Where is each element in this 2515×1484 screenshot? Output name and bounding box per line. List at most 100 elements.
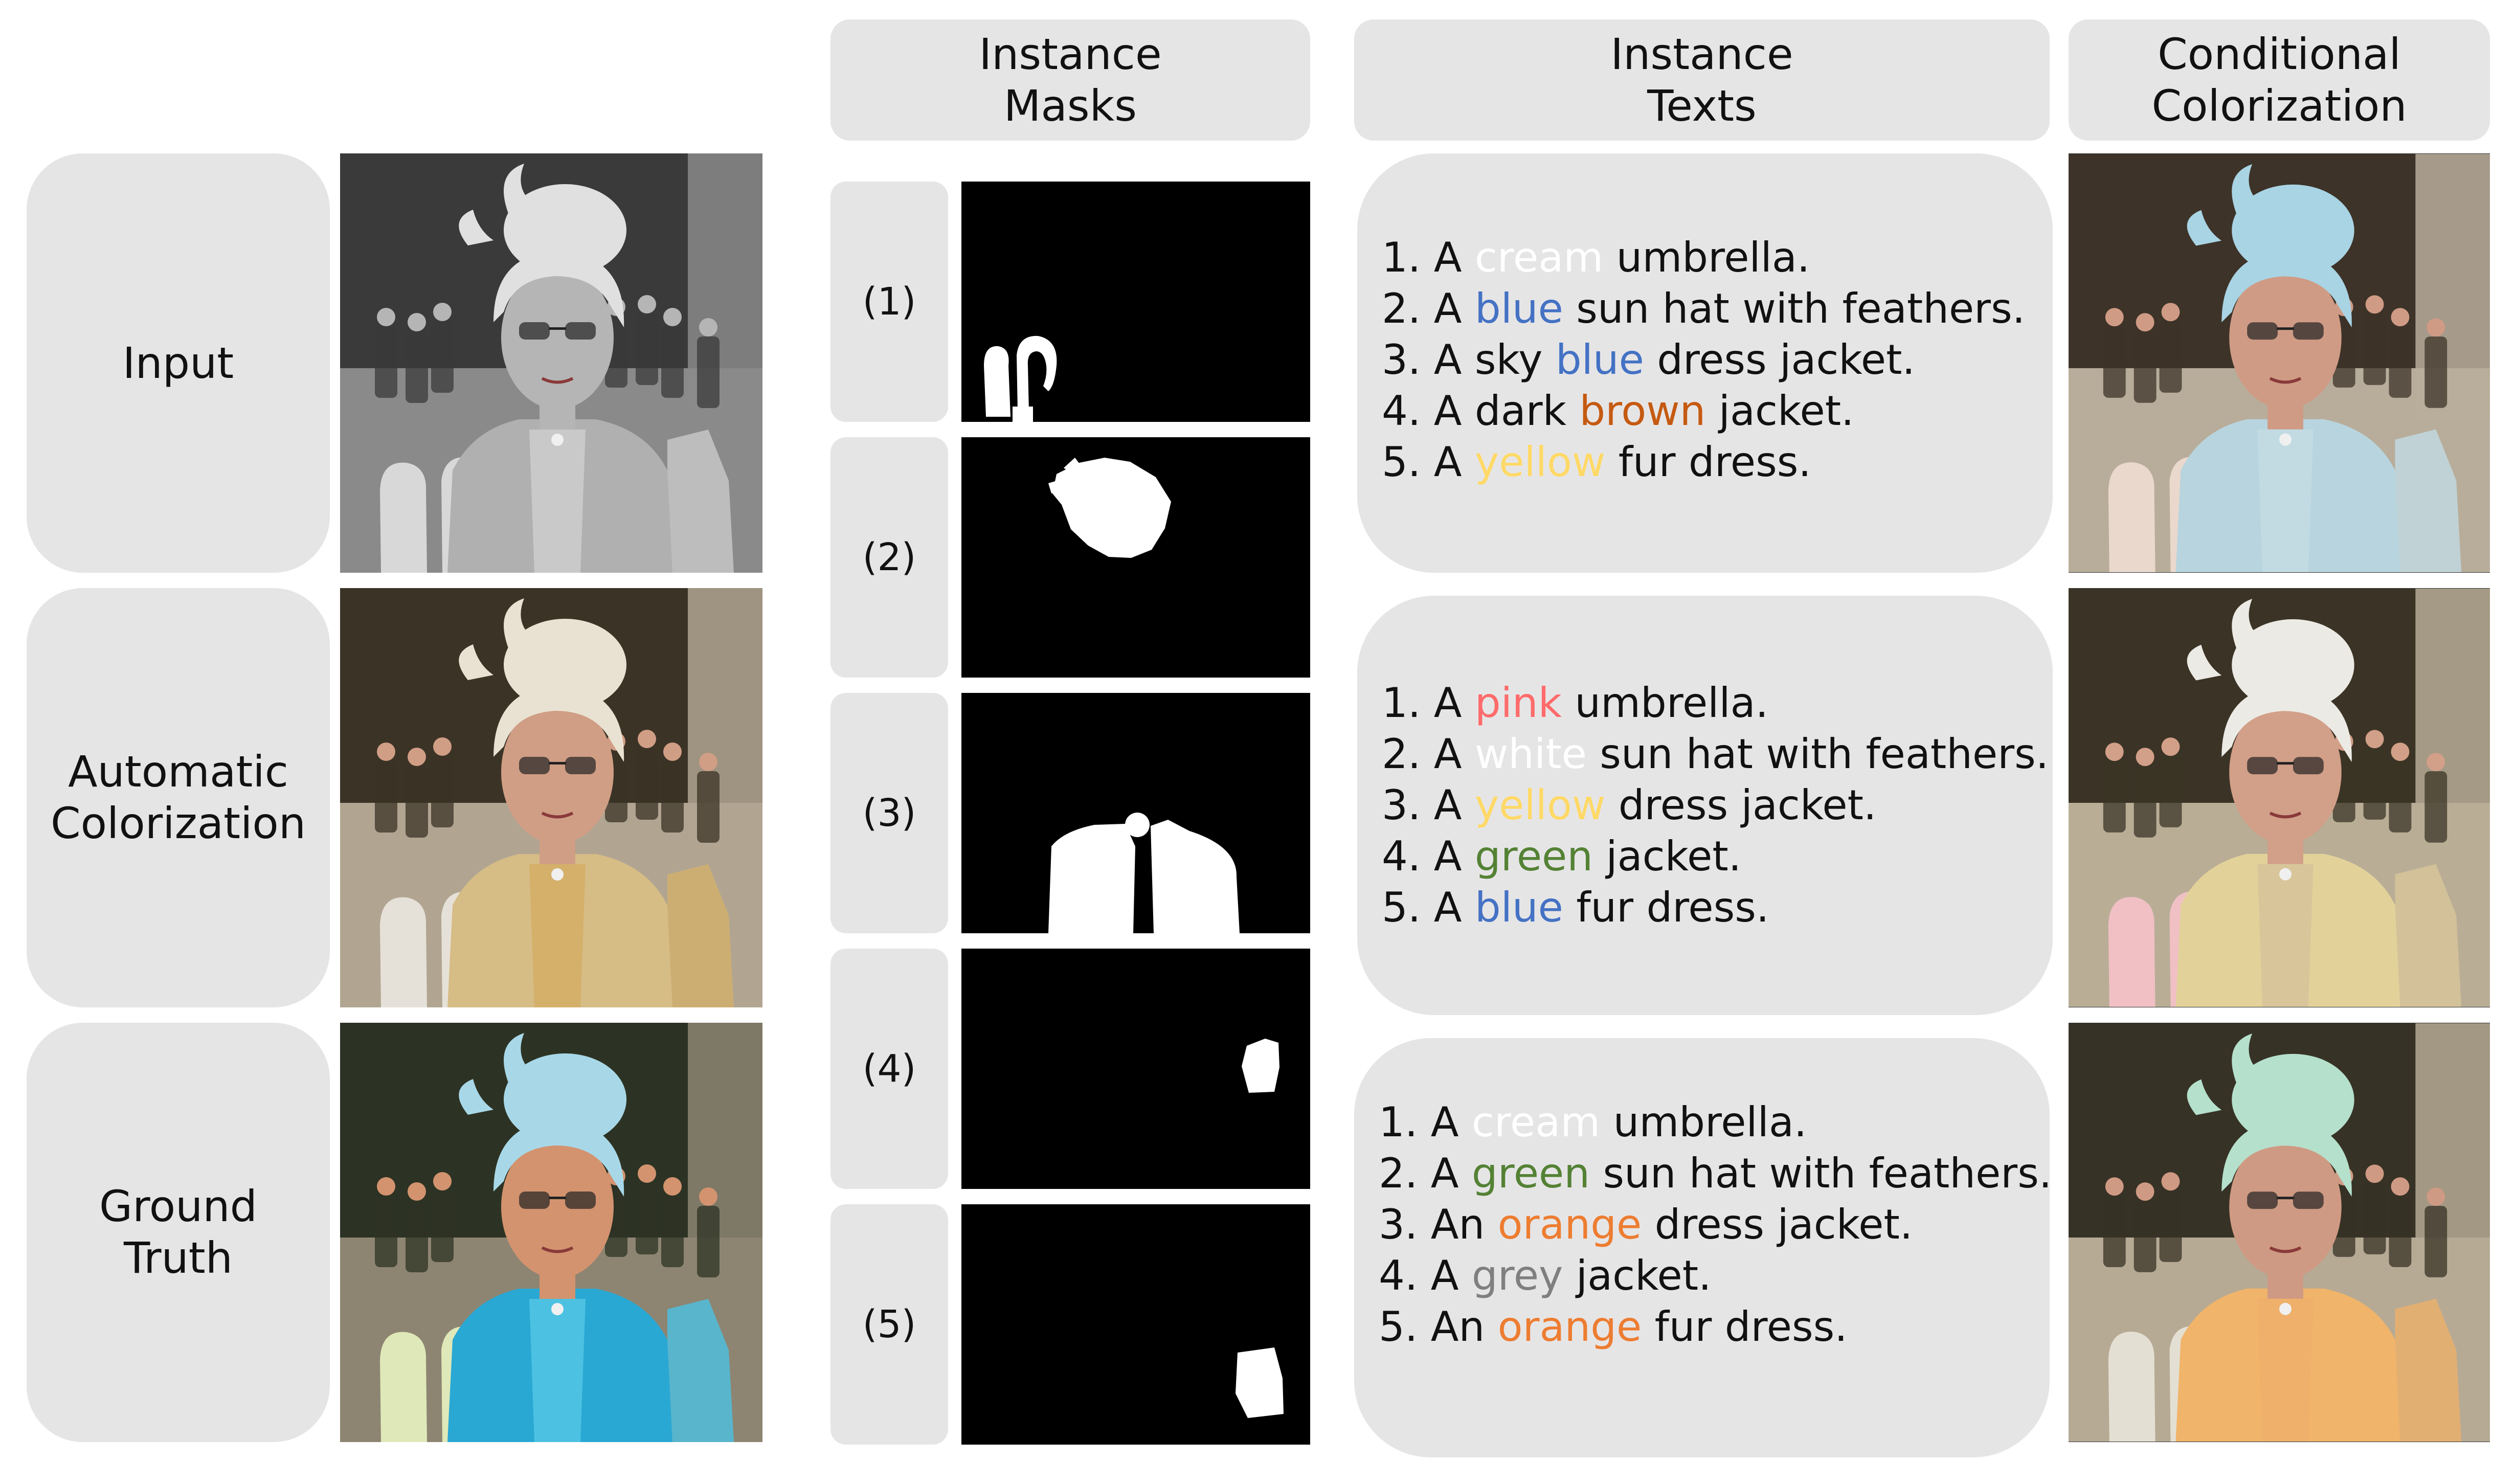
mouth bbox=[541, 812, 574, 819]
instance-text-prefix: An bbox=[1430, 1303, 1498, 1351]
dress bbox=[2257, 864, 2314, 1007]
instance-text-prefix: A bbox=[1430, 1150, 1472, 1197]
feather bbox=[2187, 644, 2222, 681]
bystander-body bbox=[2363, 1183, 2386, 1254]
instance-text-line: 3. A yellow dress jacket. bbox=[1382, 780, 2049, 831]
instance-text-color-word: white bbox=[1474, 730, 1587, 778]
glasses-bridge bbox=[2277, 327, 2294, 330]
header-instance-texts-label: Instance Texts bbox=[1610, 29, 1793, 131]
dress bbox=[2257, 1298, 2314, 1442]
bystander-head bbox=[663, 1177, 682, 1196]
glasses-lens bbox=[2247, 322, 2278, 340]
glasses-lens bbox=[2247, 1191, 2278, 1209]
umbrella bbox=[380, 897, 427, 1007]
instance-text-number: 5. bbox=[1382, 438, 1434, 486]
instance-text-line: 4. A green jacket. bbox=[1382, 831, 2049, 882]
glasses-lens bbox=[2247, 757, 2278, 775]
bystander-body bbox=[2159, 756, 2182, 827]
row-label-ground-truth: Ground Truth bbox=[27, 1023, 330, 1442]
sun-hat bbox=[504, 184, 626, 276]
glasses-lens bbox=[2293, 1191, 2324, 1209]
instance-text-list: 1. A cream umbrella.2. A blue sun hat wi… bbox=[1382, 232, 2025, 488]
mask-number-4: (4) bbox=[830, 949, 948, 1189]
bystander-body bbox=[2103, 326, 2126, 398]
bystander-body bbox=[2424, 771, 2447, 843]
bystander-head bbox=[2136, 1182, 2154, 1201]
instance-text-color-word: grey bbox=[1471, 1252, 1563, 1299]
feather bbox=[2232, 598, 2263, 650]
bystander-head bbox=[638, 295, 656, 313]
brooch bbox=[551, 434, 564, 446]
instance-text-color-word: brown bbox=[1579, 387, 1706, 435]
sun-hat bbox=[504, 619, 626, 711]
mask-dress-jacket bbox=[961, 693, 1310, 933]
bystander-head bbox=[433, 1172, 452, 1190]
bystander-head bbox=[408, 748, 426, 766]
umbrella bbox=[2108, 897, 2155, 1007]
bystander-body bbox=[661, 761, 684, 833]
header-conditional-colorization-label: Conditional Colorization bbox=[2151, 29, 2407, 131]
bystander-head bbox=[2427, 1187, 2445, 1206]
instance-text-number: 3. bbox=[1382, 336, 1434, 384]
bystander-head bbox=[433, 303, 452, 321]
instance-text-color-word: blue bbox=[1474, 884, 1563, 931]
bystander-head bbox=[2391, 1177, 2410, 1196]
bystander-body bbox=[375, 326, 397, 398]
header-conditional-colorization: Conditional Colorization bbox=[2069, 19, 2490, 141]
instance-text-suffix: dress jacket. bbox=[1644, 336, 1915, 384]
feather bbox=[2187, 210, 2222, 246]
mouth bbox=[2269, 812, 2302, 819]
instance-text-suffix: umbrella. bbox=[1600, 1098, 1807, 1146]
instance-text-number: 1. bbox=[1382, 679, 1434, 727]
umbrella bbox=[380, 462, 427, 573]
bystander-head bbox=[663, 743, 682, 761]
instance-text-color-word: pink bbox=[1474, 679, 1562, 727]
bystander-body bbox=[2134, 1201, 2157, 1272]
instance-text-line: 3. An orange dress jacket. bbox=[1379, 1199, 2052, 1250]
mouth bbox=[2269, 377, 2302, 384]
bystander-body bbox=[2134, 331, 2157, 403]
instance-text-number: 3. bbox=[1379, 1201, 1431, 1248]
fur-dress bbox=[2395, 429, 2462, 573]
bystander-body bbox=[636, 748, 658, 820]
bystander-head bbox=[377, 743, 395, 761]
photo-ground-truth bbox=[340, 1023, 762, 1442]
bystander-head bbox=[408, 1182, 426, 1201]
bystander-body bbox=[2363, 748, 2386, 820]
bystander-body bbox=[2389, 761, 2412, 833]
instance-text-prefix: A bbox=[1433, 730, 1475, 778]
instance-text-box-1: 1. A cream umbrella.2. A blue sun hat wi… bbox=[1357, 153, 2053, 573]
instance-text-line: 2. A green sun hat with feathers. bbox=[1379, 1148, 2052, 1199]
instance-text-number: 1. bbox=[1379, 1098, 1431, 1146]
feather bbox=[504, 164, 534, 215]
bystander-head bbox=[2365, 295, 2384, 314]
bystander-head bbox=[699, 1187, 717, 1206]
instance-text-prefix: A bbox=[1433, 833, 1475, 880]
instance-text-prefix: A bbox=[1433, 234, 1475, 281]
instance-text-number: 1. bbox=[1382, 234, 1434, 281]
feather bbox=[504, 598, 534, 649]
header-instance-masks-label: Instance Masks bbox=[979, 29, 1162, 131]
instance-text-number: 4. bbox=[1382, 833, 1434, 880]
photo-illustration bbox=[340, 153, 762, 573]
bystander-body bbox=[431, 321, 454, 393]
mouth bbox=[541, 1246, 574, 1253]
instance-text-line: 5. A yellow fur dress. bbox=[1382, 437, 2025, 488]
mask-fur-dress bbox=[961, 1204, 1310, 1445]
feather bbox=[459, 644, 493, 680]
mask-number-2: (2) bbox=[830, 437, 948, 678]
bystander-head bbox=[2105, 1177, 2124, 1196]
bystander-body bbox=[697, 1206, 720, 1277]
instance-text-list: 1. A cream umbrella.2. A green sun hat w… bbox=[1379, 1097, 2052, 1353]
instance-text-color-word: cream bbox=[1474, 234, 1604, 281]
glasses-bridge bbox=[549, 327, 566, 330]
photo-illustration bbox=[2069, 588, 2490, 1007]
bystander-head bbox=[2136, 313, 2154, 332]
photo-conditional-colorization-1 bbox=[2069, 153, 2490, 573]
instance-text-line: 1. A cream umbrella. bbox=[1379, 1097, 2052, 1148]
face bbox=[501, 266, 614, 409]
dress bbox=[529, 430, 586, 573]
face bbox=[2229, 701, 2342, 844]
sun-hat bbox=[2232, 619, 2354, 711]
photo-automatic-colorization bbox=[340, 588, 762, 1007]
